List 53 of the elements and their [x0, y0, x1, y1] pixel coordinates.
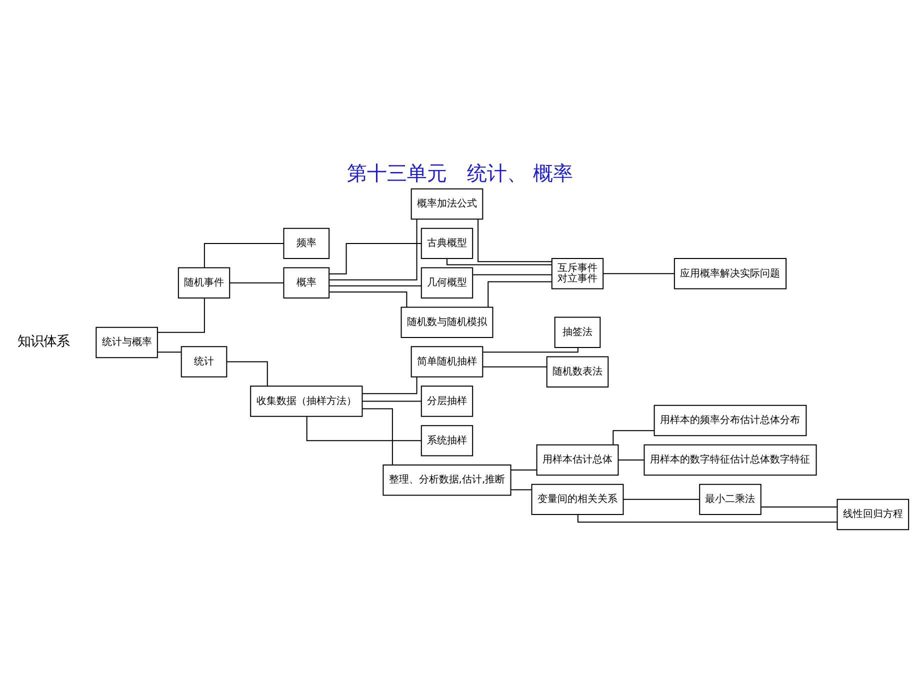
connector [482, 348, 578, 353]
connector [362, 408, 393, 465]
connector [329, 291, 408, 308]
connector [329, 242, 422, 274]
node-box: 互斥事件 对立事件 [551, 258, 604, 290]
connector [603, 273, 674, 274]
connector [329, 285, 422, 286]
connector [577, 514, 838, 523]
connector [511, 470, 536, 471]
connector [362, 400, 422, 402]
node-box: 统计与概率 [96, 326, 158, 358]
node-box: 概率 [283, 267, 330, 298]
node-box: 用样本估计总体 [536, 444, 619, 476]
connector [158, 298, 205, 333]
label: 知识体系 [17, 334, 70, 350]
node-box: 线性回归方程 [836, 498, 910, 530]
node-box: 古典概型 [420, 228, 474, 260]
node-box: 概率加法公式 [410, 188, 484, 220]
connector [472, 274, 552, 276]
connector [478, 219, 552, 262]
node-box: 系统抽样 [420, 425, 474, 456]
connector [230, 282, 284, 284]
node-box: 变量间的相关关系 [531, 484, 624, 516]
node-box: 随机数表法 [546, 356, 609, 388]
node-box: 应用概率解决实际问题 [674, 258, 787, 290]
connector [618, 459, 644, 460]
connector [226, 361, 268, 386]
connector [761, 506, 838, 508]
node-box: 抽签法 [554, 316, 601, 348]
node-box: 用样本的数字特征估计总体数字特征 [644, 444, 817, 476]
diagram-title: 第十三单元 统计、 概率 [346, 160, 574, 185]
connector [511, 489, 532, 490]
node-box: 最小二乘法 [699, 484, 762, 516]
connector [204, 242, 284, 268]
connector [306, 416, 422, 442]
node-box: 几何概型 [420, 267, 474, 298]
node-box: 整理、分析数据,估计,推断 [382, 464, 512, 496]
node-box: 简单随机抽样 [410, 346, 484, 378]
node-box: 分层抽样 [420, 386, 474, 417]
node-box: 频率 [283, 228, 330, 260]
connector [362, 376, 418, 394]
connector [488, 281, 552, 307]
node-box: 统计 [180, 346, 228, 378]
node-box: 用样本的频率分布估计总体分布 [654, 404, 807, 436]
connector [329, 219, 418, 280]
connector [623, 498, 700, 500]
connector [158, 352, 182, 353]
node-box: 随机数与随机模拟 [400, 306, 494, 338]
connector [446, 258, 552, 266]
connector [612, 430, 654, 445]
node-box: 收集数据（抽样方法） [250, 386, 363, 417]
node-box: 随机事件 [178, 267, 230, 298]
connector [483, 366, 547, 368]
